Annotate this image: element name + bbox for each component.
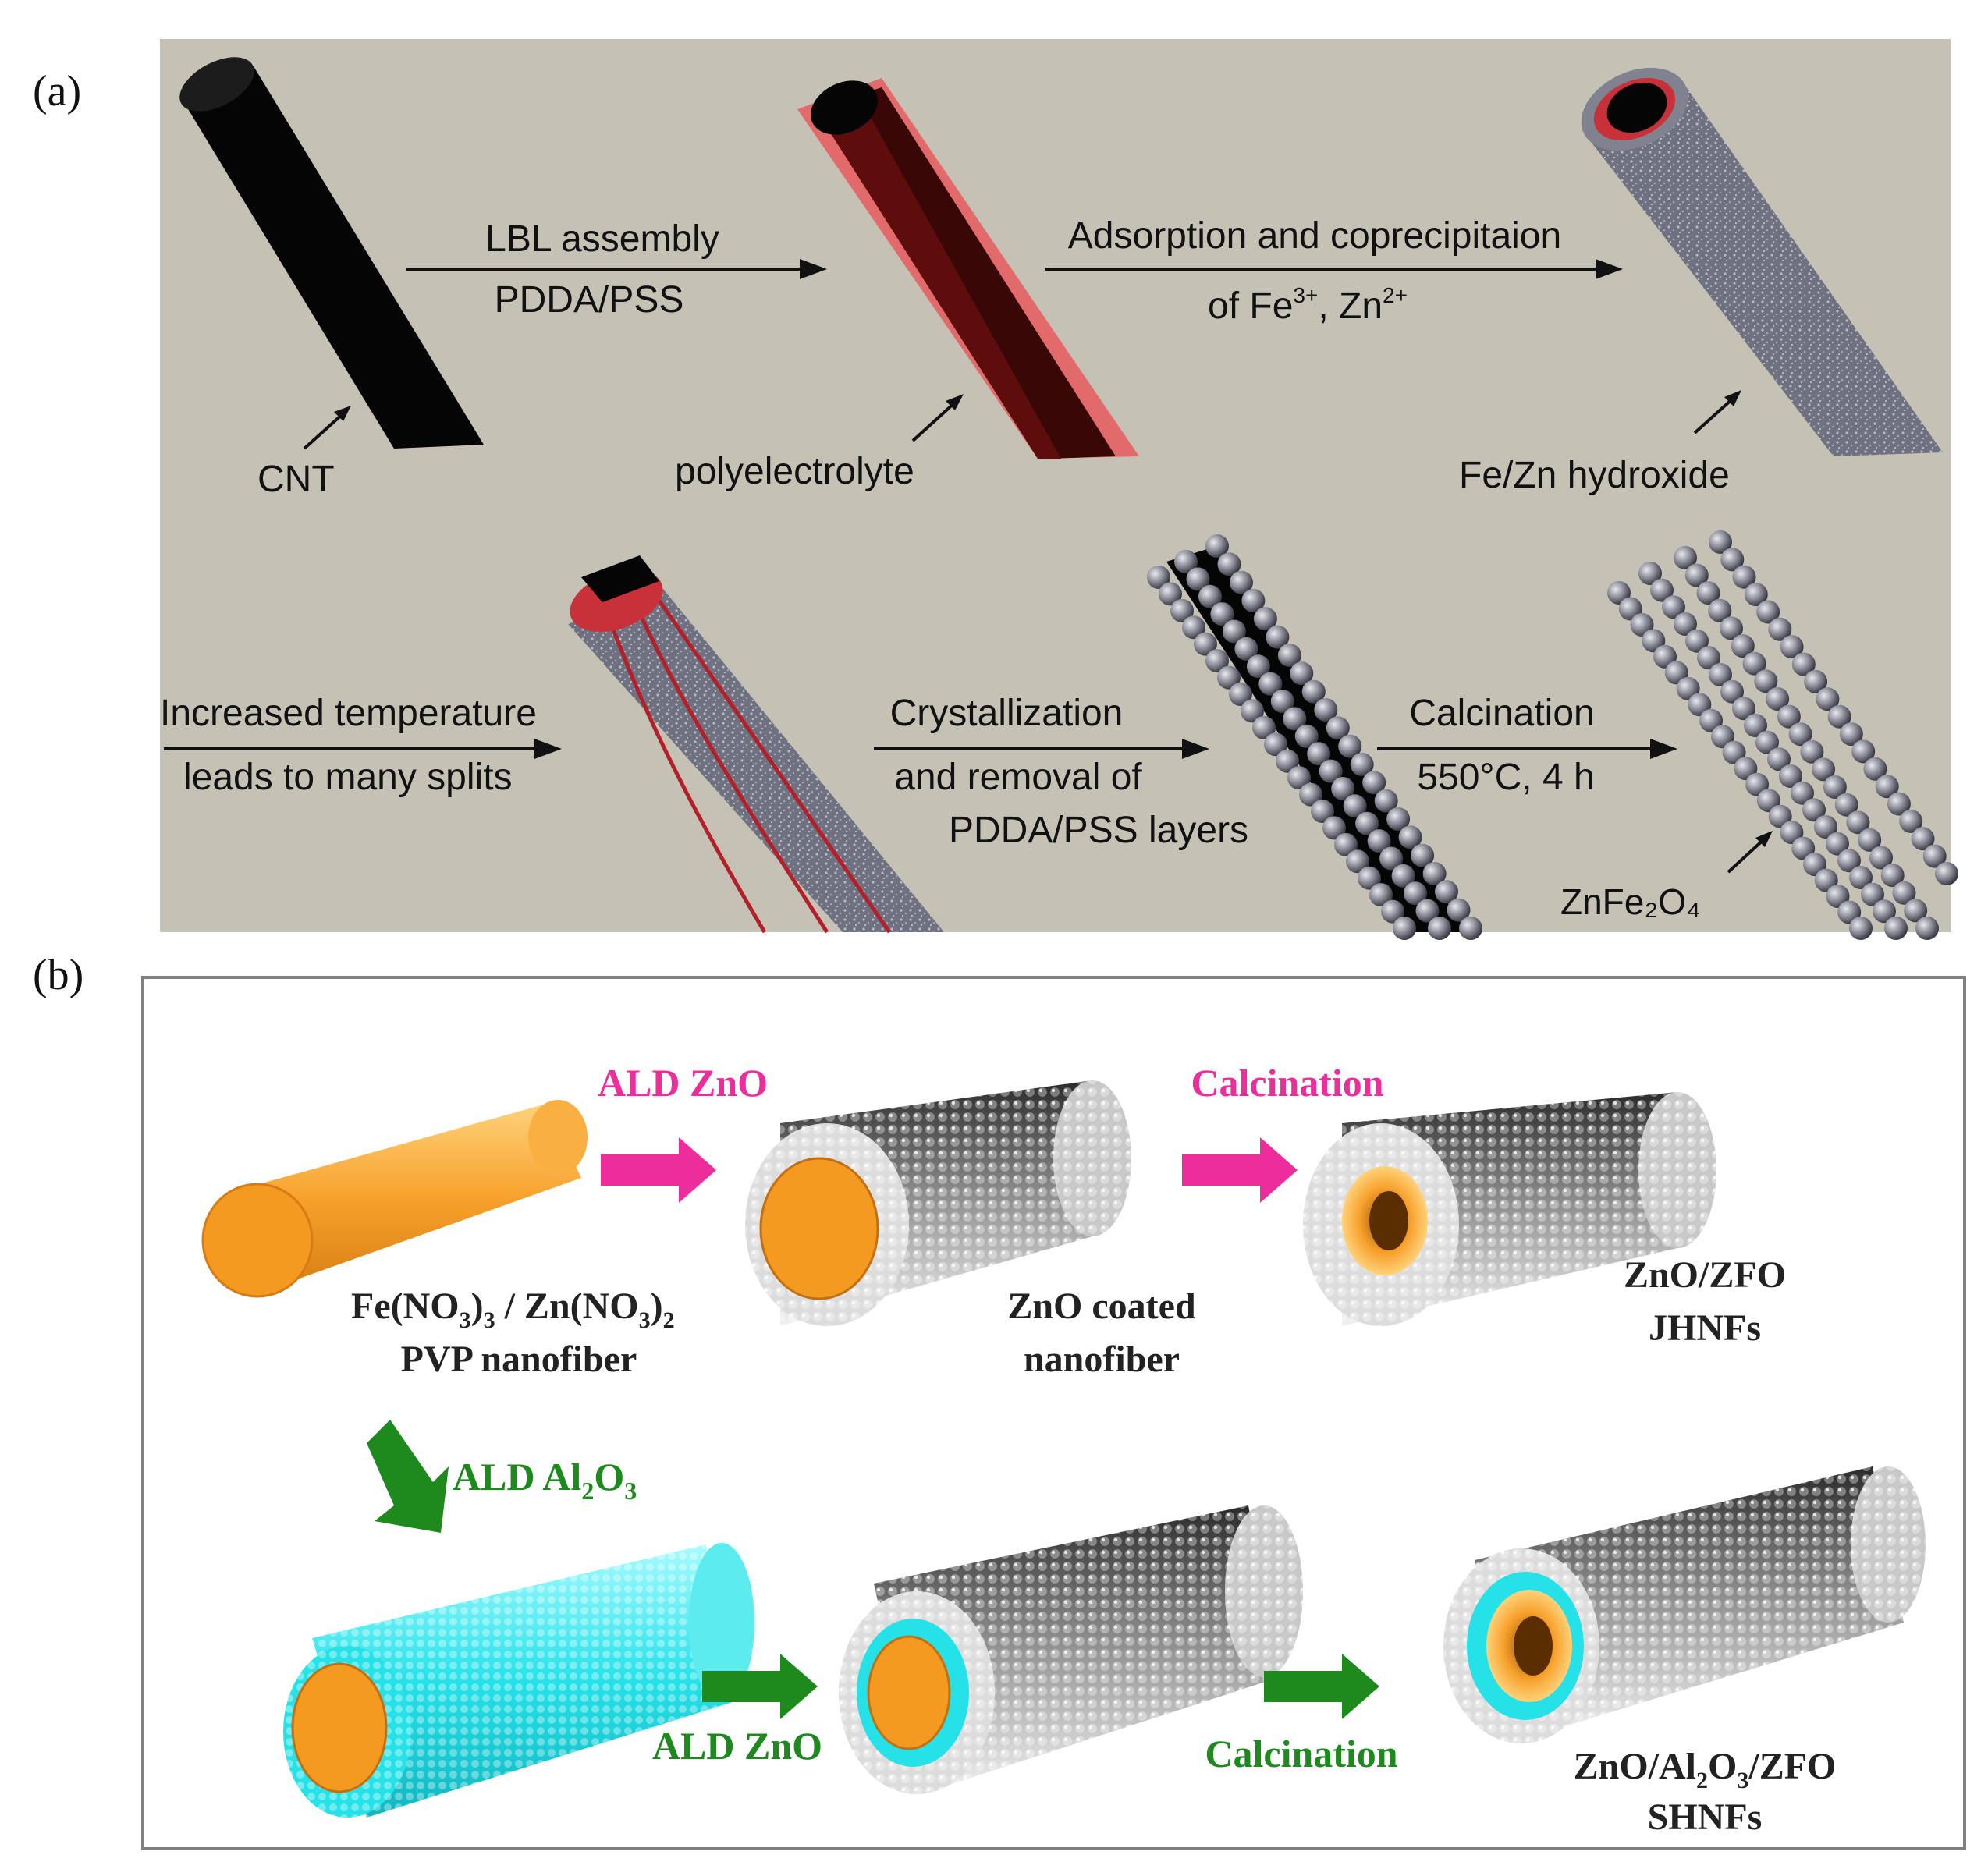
step-calcination-a-line1: Calcination: [1409, 693, 1594, 734]
pvp-nanofiber: [201, 1100, 588, 1298]
step-lbl-line2: PDDA/PSS: [495, 279, 684, 321]
arrow-ald-zno-bottom: [702, 1654, 818, 1719]
panel-b-label: (b): [33, 951, 83, 999]
crystallized-tube: [1147, 534, 1482, 940]
zno-coated-label-line2: nanofiber: [1024, 1339, 1180, 1380]
shnf-label-line2: SHNFs: [1648, 1796, 1763, 1838]
arrow-ald-zno-top: [601, 1137, 716, 1203]
step-crystallization-line3: PDDA/PSS layers: [949, 810, 1248, 851]
pvp-label-line2: PVP nanofiber: [401, 1339, 637, 1380]
hydroxide-label: Fe/Zn hydroxide: [1459, 455, 1730, 496]
pvp-label-line1: Fe(NO3)3 / Zn(NO3)2: [351, 1286, 675, 1333]
step-adsorption-line2: of Fe3+, Zn2+: [1208, 283, 1408, 327]
step-temperature-line2: leads to many splits: [183, 757, 513, 798]
arrow-calcination-a-head: [1650, 739, 1677, 759]
arrow-adsorption-head: [1596, 259, 1623, 279]
step-ald-zno-top: ALD ZnO: [598, 1061, 768, 1105]
arrow-ald-al2o3: [367, 1420, 449, 1533]
arrow-calcination-bottom: [1264, 1654, 1379, 1719]
step-temperature-line1: Increased temperature: [160, 693, 537, 734]
znfe2o4-chains: [1607, 530, 1958, 940]
step-adsorption-line1: Adsorption and coprecipitaion: [1068, 215, 1561, 257]
zno-coated-label-line1: ZnO coated: [1007, 1286, 1196, 1327]
step-ald-al2o3: ALD Al2O3: [453, 1455, 637, 1505]
step-ald-zno-bottom: ALD ZnO: [652, 1724, 822, 1768]
arrow-crystallization-head: [1182, 739, 1209, 759]
cnt-tube: [179, 57, 484, 449]
hydroxide-tube: [1581, 67, 1943, 456]
step-crystallization-line2: and removal of: [894, 757, 1142, 798]
znfe2o4-label: ZnFe₂O₄: [1560, 881, 1701, 922]
step-calcination-a-line2: 550°C, 4 h: [1417, 757, 1594, 798]
zno-al2o3-coated-nanofiber: [839, 1505, 1303, 1794]
zno-coated-nanofiber: [745, 1080, 1131, 1326]
jhnf-label-line1: ZnO/ZFO: [1624, 1254, 1786, 1296]
cnt-label: CNT: [257, 459, 335, 500]
al2o3-coated-nanofiber: [283, 1543, 754, 1818]
shnf-label-line1: ZnO/Al2O3/ZFO: [1574, 1746, 1837, 1793]
arrow-lbl-head: [800, 259, 827, 279]
polyelectrolyte-pointer: [911, 400, 957, 442]
step-crystallization-line1: Crystallization: [890, 693, 1124, 734]
znfe2o4-pointer: [1727, 837, 1766, 874]
jhnf-nanofiber: [1303, 1092, 1716, 1326]
panel-a-label: (a): [33, 67, 81, 115]
polyelectrolyte-label: polyelectrolyte: [675, 451, 914, 492]
jhnf-label-line2: JHNFs: [1649, 1307, 1761, 1349]
hydroxide-pointer: [1693, 396, 1735, 434]
split-tube: [568, 555, 944, 934]
step-lbl-line1: LBL assembly: [485, 218, 719, 260]
arrow-calcination-top: [1182, 1137, 1298, 1203]
polyelectrolyte-tube: [797, 78, 1139, 459]
step-calcination-bottom: Calcination: [1205, 1732, 1397, 1775]
step-calcination-top: Calcination: [1191, 1061, 1383, 1105]
cnt-pointer: [303, 412, 345, 450]
shnf-nanofiber: [1443, 1466, 1926, 1743]
arrow-temperature-head: [534, 739, 562, 759]
